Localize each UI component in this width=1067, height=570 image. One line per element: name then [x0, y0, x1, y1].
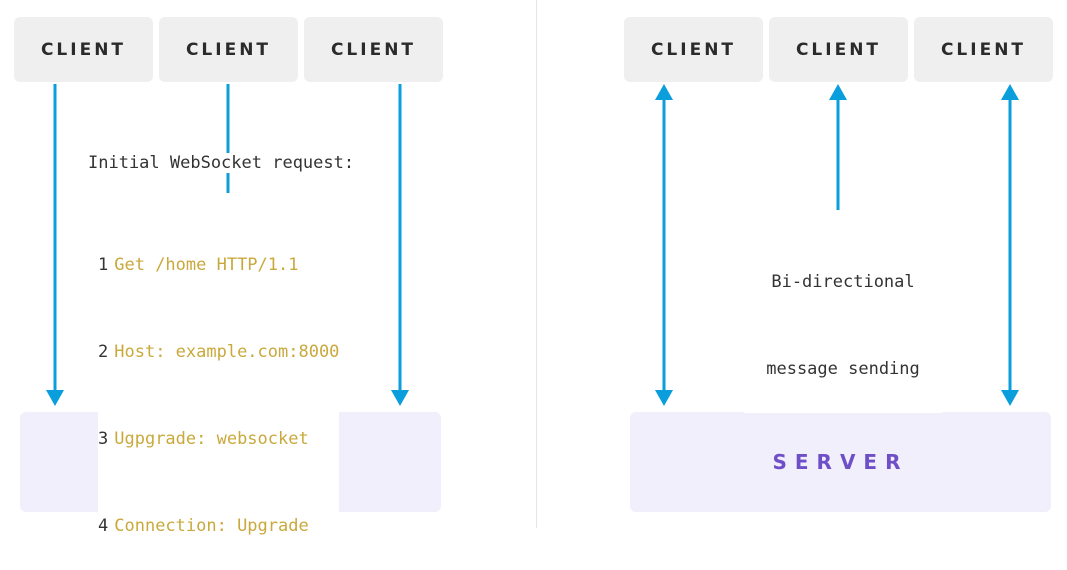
left-client-box-2: CLIENT	[159, 17, 298, 82]
line-number: 3	[98, 429, 109, 449]
bidirectional-label-line1: Bi-directional	[771, 272, 915, 292]
request-line-text: Host: example.com:8000	[114, 342, 340, 362]
bidirectional-label: Bi-directional message sending	[744, 210, 942, 413]
left-arrow-down-1	[46, 84, 64, 406]
left-client-box-3: CLIENT	[304, 17, 443, 82]
left-arrow-down-3	[391, 84, 409, 406]
line-number: 2	[98, 342, 109, 362]
request-line-text: Connection: Upgrade	[114, 516, 309, 536]
right-arrow-bidirectional-1	[655, 84, 673, 406]
request-title: Initial WebSocket request:	[88, 153, 355, 173]
panel-divider	[536, 0, 537, 528]
bidirectional-label-line2: message sending	[766, 359, 920, 379]
right-client-box-2: CLIENT	[769, 17, 908, 82]
right-arrow-bidirectional-3	[1001, 84, 1019, 406]
right-client-box-1: CLIENT	[624, 17, 763, 82]
request-line-text: Get /home HTTP/1.1	[114, 255, 299, 275]
line-number: 1	[98, 255, 109, 275]
arrows-layer	[46, 84, 1019, 406]
right-client-box-3: CLIENT	[914, 17, 1053, 82]
line-number: 4	[98, 516, 109, 536]
right-server-box: SERVER	[630, 412, 1051, 512]
request-line-text: Ugpgrade: websocket	[114, 429, 309, 449]
left-client-box-1: CLIENT	[14, 17, 153, 82]
